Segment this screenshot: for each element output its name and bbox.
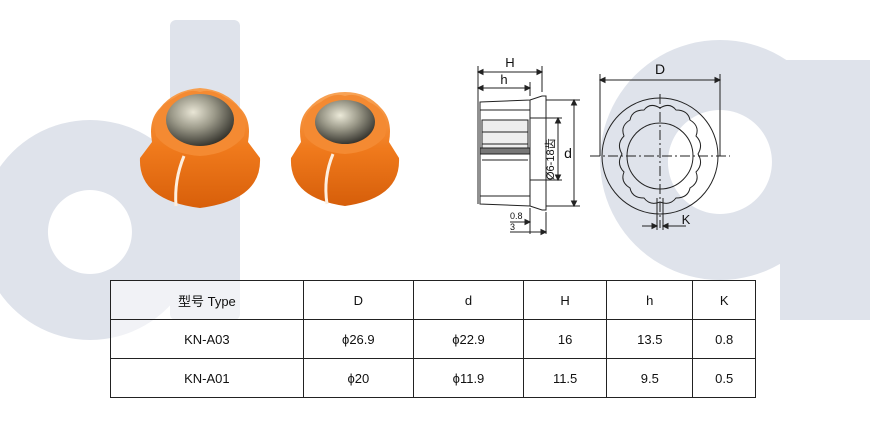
cell-K: 0.5 xyxy=(692,358,756,398)
dim-0.8-label: 0.8 xyxy=(510,211,523,221)
cell-D: ϕ26.9 xyxy=(302,319,414,359)
header-h: h xyxy=(606,280,694,320)
cell-h: 13.5 xyxy=(606,319,694,359)
dim-3-label: 3 xyxy=(510,222,515,232)
header-type: 型号 Type xyxy=(110,280,304,320)
cell-d: ϕ11.9 xyxy=(412,358,525,398)
knob-photo-large xyxy=(139,88,261,208)
table-row: KN-A03 ϕ26.9 ϕ22.9 16 13.5 0.8 xyxy=(110,319,756,359)
dim-K-label: K xyxy=(682,212,691,227)
table-header-row: 型号 Type D d H h K xyxy=(110,280,756,320)
header-D: D xyxy=(302,280,414,320)
front-view-drawing: D K xyxy=(590,61,730,230)
cell-H: 11.5 xyxy=(523,358,608,398)
cell-type: KN-A03 xyxy=(110,319,304,359)
header-K: K xyxy=(692,280,756,320)
dim-shaft-label: Ø6-18齿 xyxy=(544,138,557,180)
cell-d: ϕ22.9 xyxy=(412,319,525,359)
header-H: H xyxy=(523,280,608,320)
cell-K: 0.8 xyxy=(692,319,756,359)
cell-H: 16 xyxy=(523,319,608,359)
spec-table: 型号 Type D d H h K KN-A03 ϕ26.9 ϕ22.9 16 … xyxy=(110,280,756,398)
knob-photo-small xyxy=(290,92,400,206)
cell-h: 9.5 xyxy=(606,358,694,398)
side-view-drawing: H h d Ø6-18齿 0.8 3 xyxy=(476,55,580,236)
cell-type: KN-A01 xyxy=(110,358,304,398)
dim-d-label: d xyxy=(564,145,572,161)
cell-D: ϕ20 xyxy=(302,358,414,398)
dim-h-label: h xyxy=(500,72,507,87)
table-row: KN-A01 ϕ20 ϕ11.9 11.5 9.5 0.5 xyxy=(110,358,756,398)
dim-D-label: D xyxy=(655,61,665,77)
dim-H-label: H xyxy=(505,55,514,70)
header-d: d xyxy=(412,280,525,320)
